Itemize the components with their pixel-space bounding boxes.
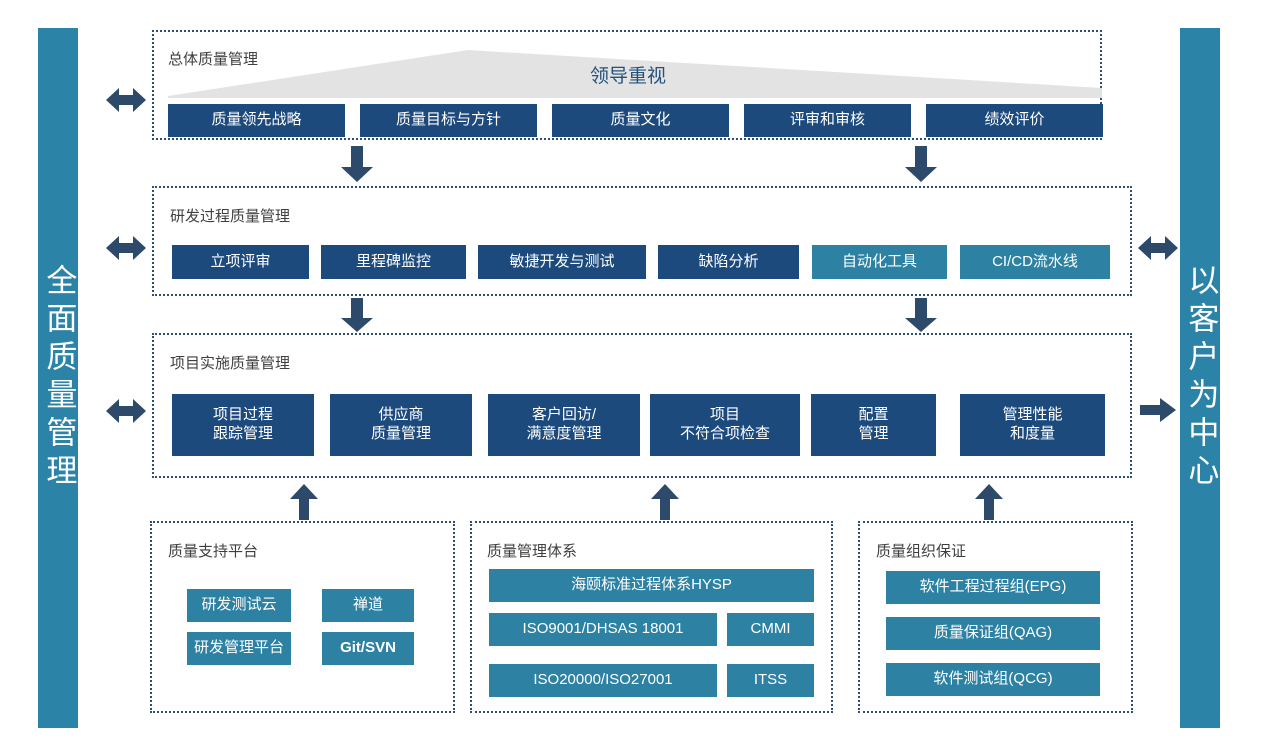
chip-software-test-group-qcg[interactable]: 软件测试组(QCG) xyxy=(886,663,1100,696)
arrow-down-rnd-to-project-right-icon xyxy=(905,298,937,332)
double-arrow-left-project-icon xyxy=(106,399,146,423)
arrow-down-overall-to-rnd-left-icon xyxy=(341,146,373,182)
left-vertical-bar: 全面质量管理 xyxy=(38,28,78,728)
chip-customer-visit-satisfaction-management[interactable]: 客户回访/ 满意度管理 xyxy=(488,394,640,456)
panel-title-rnd-process-quality-management: 研发过程质量管理 xyxy=(170,208,291,225)
right-vertical-bar: 以客户为中心 xyxy=(1180,28,1220,728)
arrow-right-project-icon xyxy=(1140,398,1176,422)
arrow-up-organization-assurance-icon xyxy=(975,484,1003,520)
leadership-label: 领导重视 xyxy=(590,66,667,87)
chip-agile-development-and-testing[interactable]: 敏捷开发与测试 xyxy=(478,245,646,279)
chip-project-nonconformance-check[interactable]: 项目 不符合项检查 xyxy=(650,394,800,456)
chip-haiyi-standard-process-system-hysp[interactable]: 海颐标准过程体系HYSP xyxy=(489,569,814,602)
chip-rnd-management-platform[interactable]: 研发管理平台 xyxy=(187,632,291,665)
chip-iso9001-dhsas-18001[interactable]: ISO9001/DHSAS 18001 xyxy=(489,613,717,646)
double-arrow-left-rnd-icon xyxy=(106,236,146,260)
chip-defect-analysis[interactable]: 缺陷分析 xyxy=(658,245,799,279)
chip-software-engineering-process-group-epg[interactable]: 软件工程过程组(EPG) xyxy=(886,571,1100,604)
chip-itss[interactable]: ITSS xyxy=(727,664,814,697)
chip-automation-tools[interactable]: 自动化工具 xyxy=(812,245,947,279)
chip-rnd-test-cloud[interactable]: 研发测试云 xyxy=(187,589,291,622)
chip-cmmi[interactable]: CMMI xyxy=(727,613,814,646)
chip-iso20000-iso27001[interactable]: ISO20000/ISO27001 xyxy=(489,664,717,697)
chip-review-and-audit[interactable]: 评审和审核 xyxy=(744,104,911,137)
chip-zentao[interactable]: 禅道 xyxy=(322,589,414,622)
left-vertical-bar-label: 全面质量管理 xyxy=(41,264,77,492)
panel-title-quality-management-system: 质量管理体系 xyxy=(487,543,578,560)
arrow-up-management-system-icon xyxy=(651,484,679,520)
panel-title-overall-quality-management: 总体质量管理 xyxy=(168,51,259,68)
double-arrow-right-rnd-icon xyxy=(1138,236,1178,260)
panel-title-project-implementation-quality-management: 项目实施质量管理 xyxy=(170,355,291,372)
chip-quality-goal-policy[interactable]: 质量目标与方针 xyxy=(360,104,537,137)
chip-project-initiation-review[interactable]: 立项评审 xyxy=(172,245,309,279)
chip-quality-leading-strategy[interactable]: 质量领先战略 xyxy=(168,104,345,137)
chip-cicd-pipeline[interactable]: CI/CD流水线 xyxy=(960,245,1110,279)
right-vertical-bar-label: 以客户为中心 xyxy=(1183,264,1219,492)
panel-title-quality-organization-assurance: 质量组织保证 xyxy=(876,543,967,560)
chip-git-svn[interactable]: Git/SVN xyxy=(322,632,414,665)
double-arrow-left-overall-icon xyxy=(106,88,146,112)
chip-quality-culture[interactable]: 质量文化 xyxy=(552,104,729,137)
chip-milestone-monitoring[interactable]: 里程碑监控 xyxy=(321,245,466,279)
arrow-down-rnd-to-project-left-icon xyxy=(341,298,373,332)
arrow-down-overall-to-rnd-right-icon xyxy=(905,146,937,182)
chip-management-performance-and-measurement[interactable]: 管理性能 和度量 xyxy=(960,394,1105,456)
chip-performance-evaluation[interactable]: 绩效评价 xyxy=(926,104,1103,137)
panel-title-quality-support-platform: 质量支持平台 xyxy=(168,543,259,560)
chip-quality-assurance-group-qag[interactable]: 质量保证组(QAG) xyxy=(886,617,1100,650)
arrow-up-support-platform-icon xyxy=(290,484,318,520)
chip-supplier-quality-management[interactable]: 供应商 质量管理 xyxy=(330,394,472,456)
chip-configuration-management[interactable]: 配置 管理 xyxy=(811,394,936,456)
chip-project-process-tracking-management[interactable]: 项目过程 跟踪管理 xyxy=(172,394,314,456)
leadership-triangle-shape xyxy=(168,50,1102,98)
panel-rnd-process-quality-management xyxy=(152,186,1132,296)
